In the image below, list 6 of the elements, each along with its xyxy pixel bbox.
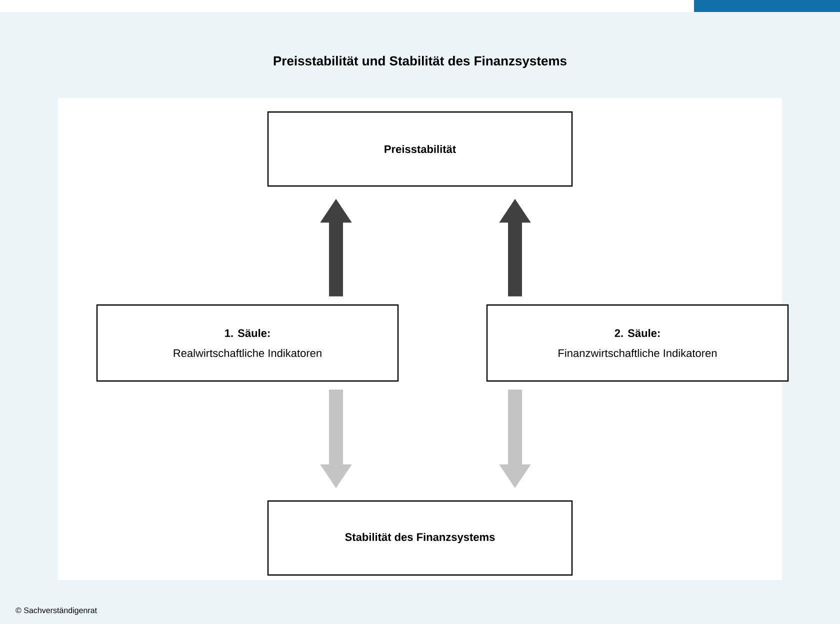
text-box: 2. Säule: Finanzwirtschaftliche Indikatoren <box>486 304 789 382</box>
text-box: Preisstabilität <box>267 111 573 187</box>
source-note: © Sachverständigenrat <box>16 607 97 615</box>
text-box: Stabilität des Finanzsystems <box>267 500 573 576</box>
title: Preisstabilität und Stabilität des Finanzsystems <box>274 56 566 68</box>
text-box: 1. Säule: Realwirtschaftliche Indikatoren <box>96 304 399 382</box>
